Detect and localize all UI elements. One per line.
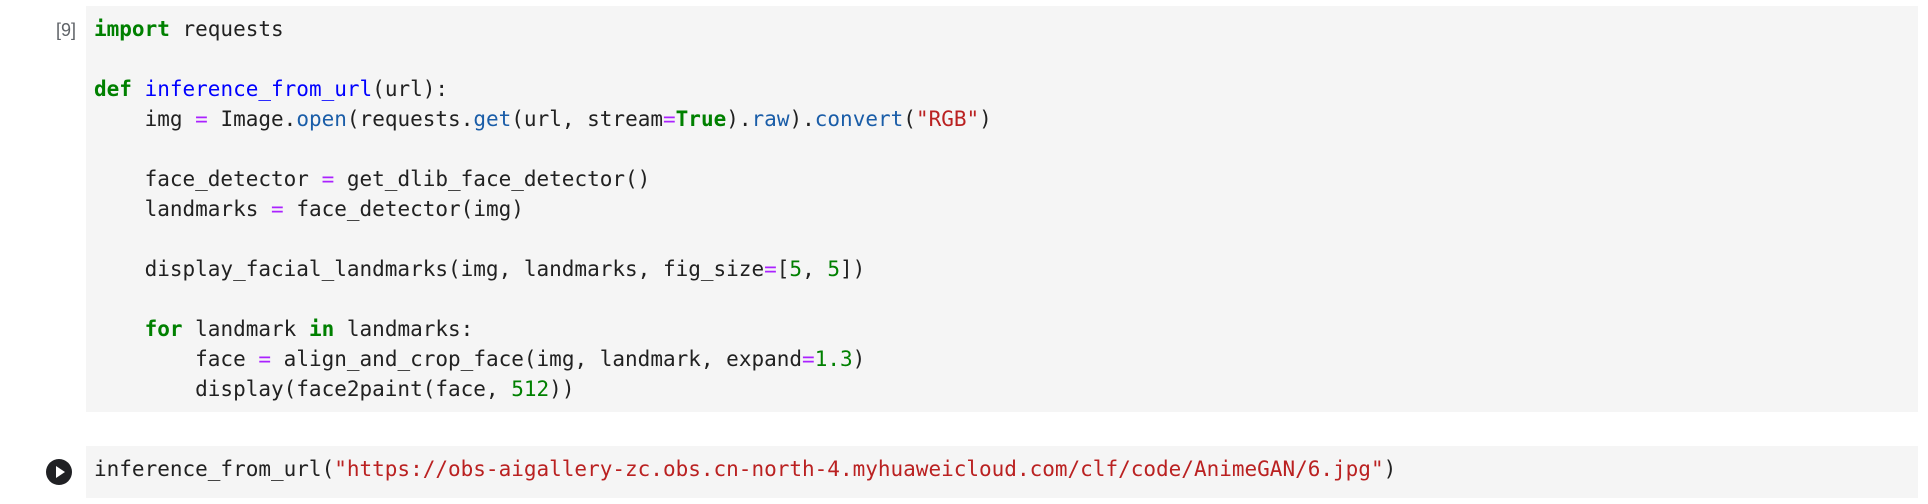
- code-block[interactable]: inference_from_url("https://obs-aigaller…: [86, 446, 1918, 484]
- code-token: landmarks:: [334, 317, 474, 341]
- code-token: [94, 317, 145, 341]
- operator: =: [271, 197, 284, 221]
- blank-line: [94, 44, 1918, 74]
- code-editor[interactable]: inference_from_url("https://obs-aigaller…: [86, 446, 1918, 498]
- code-token: ): [852, 347, 866, 371]
- keyword-true: True: [675, 107, 727, 131]
- attribute: convert: [814, 107, 904, 131]
- code-line: display(face2paint(face, 512)): [94, 374, 1918, 404]
- code-token: ).: [789, 107, 815, 131]
- code-token: [: [776, 257, 790, 281]
- string-literal: "https://obs-aigallery-zc.obs.cn-north-4…: [334, 457, 1384, 481]
- code-token: (url):: [372, 77, 449, 101]
- attribute: open: [296, 107, 347, 131]
- operator: =: [764, 257, 777, 281]
- code-token: get_dlib_face_detector(): [334, 167, 651, 191]
- code-token: ): [1383, 457, 1397, 481]
- code-line: inference_from_url("https://obs-aigaller…: [94, 454, 1918, 484]
- code-line: img = Image.open(requests.get(url, strea…: [94, 104, 1918, 134]
- operator: =: [321, 167, 335, 191]
- blank-line: [94, 224, 1918, 254]
- code-token: ): [979, 107, 992, 131]
- code-token: img: [94, 107, 196, 131]
- code-token: display(face2paint(face,: [94, 377, 512, 401]
- play-icon: [56, 466, 65, 478]
- code-token: requests: [169, 17, 284, 41]
- code-token: ).: [726, 107, 752, 131]
- keyword-in: in: [308, 317, 335, 341]
- code-token: Image.: [207, 107, 297, 131]
- code-token: [132, 77, 145, 101]
- code-token: landmarks: [94, 197, 272, 221]
- code-line: landmarks = face_detector(img): [94, 194, 1918, 224]
- code-cell[interactable]: inference_from_url("https://obs-aigaller…: [0, 446, 1928, 498]
- code-token: align_and_crop_face(img, landmark, expan…: [271, 347, 803, 371]
- attribute: raw: [751, 107, 790, 131]
- blank-line: [94, 134, 1918, 164]
- code-token: face_detector(img): [283, 197, 524, 221]
- number-literal: 512: [511, 377, 550, 401]
- operator: =: [663, 107, 676, 131]
- operator: =: [195, 107, 208, 131]
- code-line: display_facial_landmarks(img, landmarks,…: [94, 254, 1918, 284]
- code-line: def inference_from_url(url):: [94, 74, 1918, 104]
- code-cell[interactable]: [9] import requests def inference_from_ur…: [0, 6, 1928, 412]
- code-token: face_detector: [94, 167, 322, 191]
- code-token: ,: [802, 257, 828, 281]
- attribute: get: [473, 107, 512, 131]
- function-name: inference_from_url: [144, 77, 373, 101]
- number-literal: 5: [827, 257, 841, 281]
- code-token: )): [549, 377, 575, 401]
- string-literal: "RGB": [915, 107, 980, 131]
- code-line: import requests: [94, 14, 1918, 44]
- keyword-import: import: [94, 17, 170, 41]
- code-token: display_facial_landmarks(img, landmarks,…: [94, 257, 765, 281]
- code-line: for landmark in landmarks:: [94, 314, 1918, 344]
- code-token: (: [903, 107, 916, 131]
- code-token: (requests.: [346, 107, 474, 131]
- blank-line: [94, 284, 1918, 314]
- code-line: face_detector = get_dlib_face_detector(): [94, 164, 1918, 194]
- run-cell-button[interactable]: [46, 459, 72, 485]
- keyword-for: for: [144, 317, 183, 341]
- code-token: inference_from_url(: [94, 457, 335, 481]
- execution-count: [9]: [55, 20, 76, 40]
- keyword-def: def: [94, 77, 132, 101]
- number-literal: 1.3: [814, 347, 853, 371]
- operator: =: [258, 347, 272, 371]
- code-token: ]): [840, 257, 866, 281]
- code-token: landmark: [182, 317, 309, 341]
- code-line: face = align_and_crop_face(img, landmark…: [94, 344, 1918, 374]
- number-literal: 5: [789, 257, 803, 281]
- operator: =: [802, 347, 815, 371]
- code-token: (url, stream: [511, 107, 663, 131]
- code-token: face: [94, 347, 259, 371]
